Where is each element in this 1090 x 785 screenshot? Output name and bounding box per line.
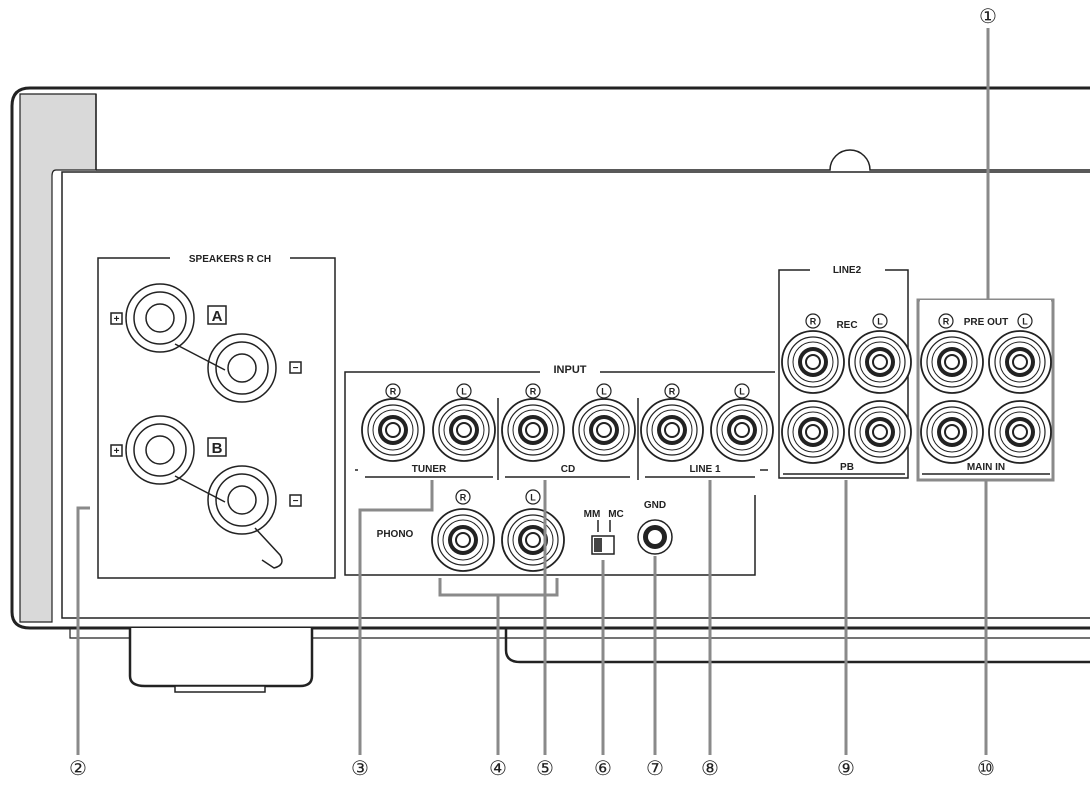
pre-out-label: PRE OUT — [964, 317, 1008, 328]
channel-letter: L — [461, 387, 467, 397]
callout-1: ① — [979, 4, 997, 28]
main-in-label: MAIN IN — [967, 462, 1005, 473]
r-channel-mark: R — [455, 489, 471, 505]
gnd-label: GND — [644, 500, 666, 511]
l-channel-mark: L — [734, 383, 750, 399]
l-channel-mark: L — [596, 383, 612, 399]
foot — [128, 628, 314, 693]
speaker-terminal-a[interactable]: + A − — [110, 283, 302, 403]
cd-l-jack[interactable] — [572, 398, 636, 462]
main-in-l-jack[interactable] — [988, 400, 1052, 464]
cd-label: CD — [561, 464, 575, 475]
mm-mc-switch[interactable]: MM MC — [584, 509, 624, 555]
r-channel-mark: R — [664, 383, 680, 399]
phono-label: PHONO — [377, 529, 414, 540]
callout-10: ⑩ — [977, 756, 995, 780]
channel-markers: R L R L R L R L R L R L — [385, 313, 1033, 505]
r-channel-mark: R — [525, 383, 541, 399]
gnd-terminal[interactable]: GND — [637, 500, 673, 555]
callout-4: ④ — [489, 756, 507, 780]
speakers-label: SPEAKERS R CH — [189, 254, 271, 265]
pre-out-r-jack[interactable] — [920, 330, 984, 394]
r-channel-mark: R — [938, 313, 954, 329]
phono-l-jack[interactable] — [501, 508, 565, 572]
minus-sign: − — [293, 496, 299, 507]
pre-out-l-jack[interactable] — [988, 330, 1052, 394]
rec-label: REC — [836, 320, 857, 331]
minus-sign: − — [293, 363, 299, 374]
callout-8: ⑧ — [701, 756, 719, 780]
r-channel-mark: R — [805, 313, 821, 329]
terminal-b-label: B — [212, 440, 223, 457]
l-channel-mark: L — [1017, 313, 1033, 329]
pb-label: PB — [840, 462, 854, 473]
channel-letter: R — [390, 387, 397, 397]
callout-7: ⑦ — [646, 756, 664, 780]
channel-letter: L — [1022, 317, 1028, 327]
callout-leaders — [76, 28, 990, 755]
rec-l-jack[interactable] — [848, 330, 912, 394]
channel-letter: L — [601, 387, 607, 397]
callout-3: ③ — [351, 756, 369, 780]
l-channel-mark: L — [872, 313, 888, 329]
channel-letter: R — [460, 493, 467, 503]
tuner-l-jack[interactable] — [432, 398, 496, 462]
l-channel-mark: L — [525, 489, 541, 505]
speaker-terminals: SPEAKERS R CH + A − + — [97, 254, 336, 579]
line1-r-jack[interactable] — [640, 398, 704, 462]
callout-9: ⑨ — [837, 756, 855, 780]
phono-r-jack[interactable] — [431, 508, 495, 572]
mm-label: MM — [584, 509, 601, 520]
channel-letter: R — [669, 387, 676, 397]
channel-letter: L — [877, 317, 883, 327]
tuner-label: TUNER — [412, 464, 447, 475]
channel-letter: L — [530, 493, 536, 503]
line1-label: LINE 1 — [689, 464, 721, 475]
pb-r-jack[interactable] — [781, 400, 845, 464]
speaker-terminal-b[interactable]: + B − — [110, 415, 302, 569]
line1-l-jack[interactable] — [710, 398, 774, 462]
chassis — [10, 86, 1090, 693]
main-in-r-jack[interactable] — [920, 400, 984, 464]
plus-sign: + — [114, 314, 120, 325]
mc-label: MC — [608, 509, 624, 520]
line2-section: LINE2 REC PB — [778, 265, 909, 479]
pb-l-jack[interactable] — [848, 400, 912, 464]
tuner-r-jack[interactable] — [361, 398, 425, 462]
rec-r-jack[interactable] — [781, 330, 845, 394]
input-section: INPUT TUNER CD LINE 1 PHONO — [344, 364, 775, 576]
plus-sign: + — [114, 446, 120, 457]
callout-5: ⑤ — [536, 756, 554, 780]
callout-numbers: ① ② ③ ④ ⑤ ⑥ ⑦ ⑧ ⑨ ⑩ — [69, 4, 997, 780]
cd-r-jack[interactable] — [501, 398, 565, 462]
callout-2: ② — [69, 756, 87, 780]
r-channel-mark: R — [385, 383, 401, 399]
line2-label: LINE2 — [833, 265, 862, 276]
callout-6: ⑥ — [594, 756, 612, 780]
rca-jacks — [361, 330, 1052, 572]
terminal-a-label: A — [212, 308, 223, 325]
input-label: INPUT — [554, 364, 587, 376]
channel-letter: L — [739, 387, 745, 397]
l-channel-mark: L — [456, 383, 472, 399]
channel-letter: R — [530, 387, 537, 397]
channel-letter: R — [943, 317, 950, 327]
channel-letter: R — [810, 317, 817, 327]
